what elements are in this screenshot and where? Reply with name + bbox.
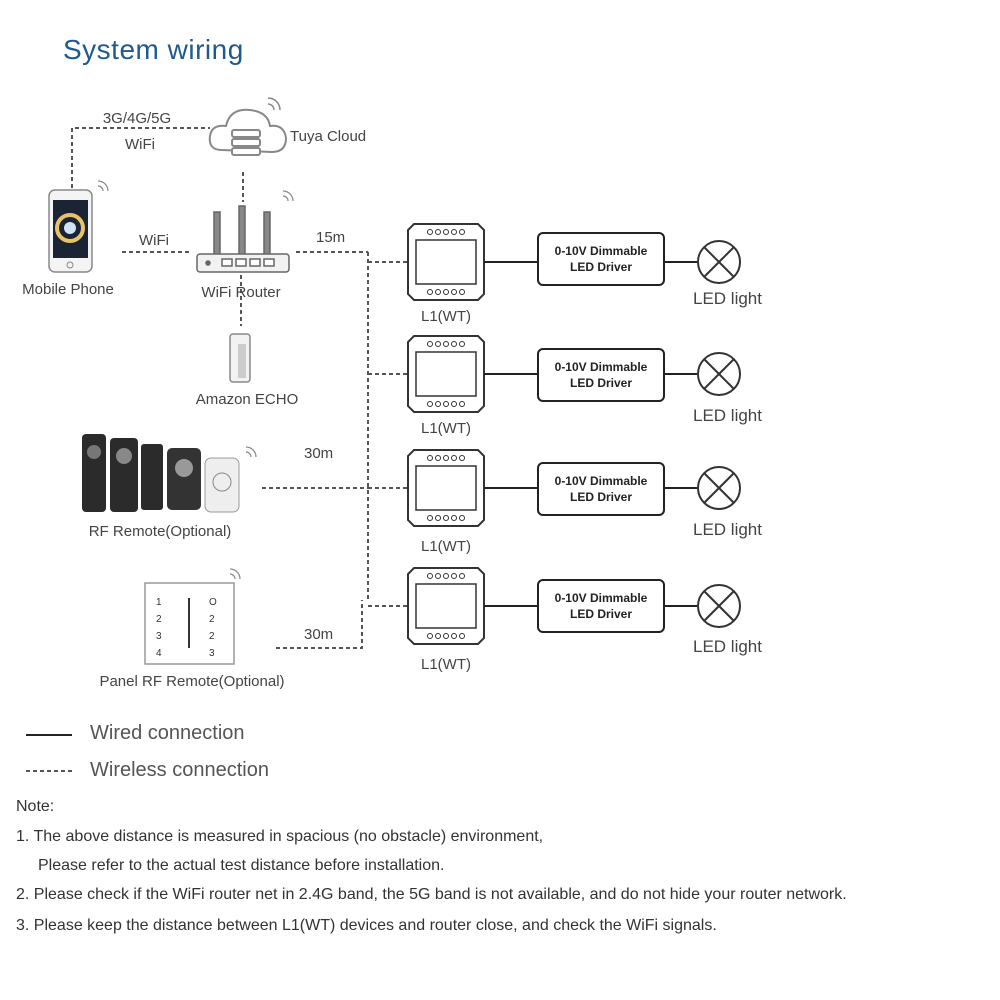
driver-line-1: 0-10V Dimmable [554, 360, 648, 374]
led-light-label-2: LED light [693, 406, 762, 425]
led-light-label-1: LED light [693, 289, 762, 308]
led-driver-2: 0-10V Dimmable LED Driver [537, 348, 665, 402]
led-light-icon [697, 352, 741, 396]
driver-line-2: LED Driver [569, 260, 633, 274]
module-label-1: L1(WT) [421, 308, 471, 325]
panel-key: 3 [156, 631, 162, 642]
module-label-3: L1(WT) [421, 538, 471, 555]
wifi-mid-label: WiFi [139, 232, 169, 249]
note-1a: 1. The above distance is measured in spa… [16, 828, 544, 845]
note-heading: Note: [16, 798, 55, 815]
module-label-4: L1(WT) [421, 656, 471, 673]
cloud-icon [208, 97, 288, 156]
amazon-echo-icon [229, 333, 251, 383]
driver-line-1: 0-10V Dimmable [554, 244, 648, 258]
note-2: 2. Please check if the WiFi router net i… [16, 886, 847, 903]
panel-remote-label: Panel RF Remote(Optional) [99, 673, 285, 690]
panel-keys-left: 1 2 3 4 [156, 594, 162, 662]
l1-module-icon [407, 449, 485, 527]
driver-line-2: LED Driver [569, 376, 633, 390]
panel-key: 1 [156, 597, 162, 608]
echo-label: Amazon ECHO [195, 391, 299, 408]
driver-line-1: 0-10V Dimmable [554, 474, 648, 488]
l1-module-icon [407, 567, 485, 645]
panel-key: 2 [209, 631, 215, 642]
distance-rf-label: 30m [304, 445, 334, 462]
led-light-label-4: LED light [693, 637, 762, 656]
panel-key: 2 [209, 614, 215, 625]
panel-key: 2 [156, 614, 162, 625]
note-3: 3. Please keep the distance between L1(W… [16, 917, 717, 934]
rf-remote-icon [82, 434, 257, 513]
panel-remote-icon [144, 568, 241, 665]
module-label-2: L1(WT) [421, 420, 471, 437]
note-1b: Please refer to the actual test distance… [38, 857, 445, 874]
router-icon [196, 190, 294, 273]
l1-module-icon [407, 223, 485, 301]
phone-label: Mobile Phone [22, 281, 114, 298]
router-label: WiFi Router [201, 284, 281, 301]
driver-line-2: LED Driver [569, 490, 633, 504]
distance-panel-label: 30m [304, 626, 334, 643]
led-light-icon [697, 466, 741, 510]
cellular-label: 3G/4G/5G [102, 110, 172, 127]
led-driver-1: 0-10V Dimmable LED Driver [537, 232, 665, 286]
led-light-label-3: LED light [693, 520, 762, 539]
distance-router-label: 15m [316, 229, 346, 246]
led-light-icon [697, 240, 741, 284]
driver-line-1: 0-10V Dimmable [554, 591, 648, 605]
legend-wired: Wired connection [90, 722, 245, 744]
l1-module-icon [407, 335, 485, 413]
led-driver-3: 0-10V Dimmable LED Driver [537, 462, 665, 516]
page-title: System wiring [63, 34, 244, 65]
cloud-label: Tuya Cloud [290, 128, 367, 145]
legend-wireless: Wireless connection [90, 759, 269, 781]
wireless-link-phone-cloud [71, 127, 210, 188]
rf-remote-label: RF Remote(Optional) [88, 523, 232, 540]
mobile-phone-icon [48, 180, 109, 273]
wireless-link-panel-remote [276, 600, 363, 649]
wifi-top-label: WiFi [125, 136, 155, 153]
panel-key: 4 [156, 648, 162, 659]
led-light-icon [697, 584, 741, 628]
driver-line-2: LED Driver [569, 607, 633, 621]
panel-key: O [209, 597, 217, 608]
device-rows [407, 223, 741, 645]
panel-key: 3 [209, 648, 215, 659]
panel-keys-right: O 2 2 3 [209, 594, 217, 662]
led-driver-4: 0-10V Dimmable LED Driver [537, 579, 665, 633]
